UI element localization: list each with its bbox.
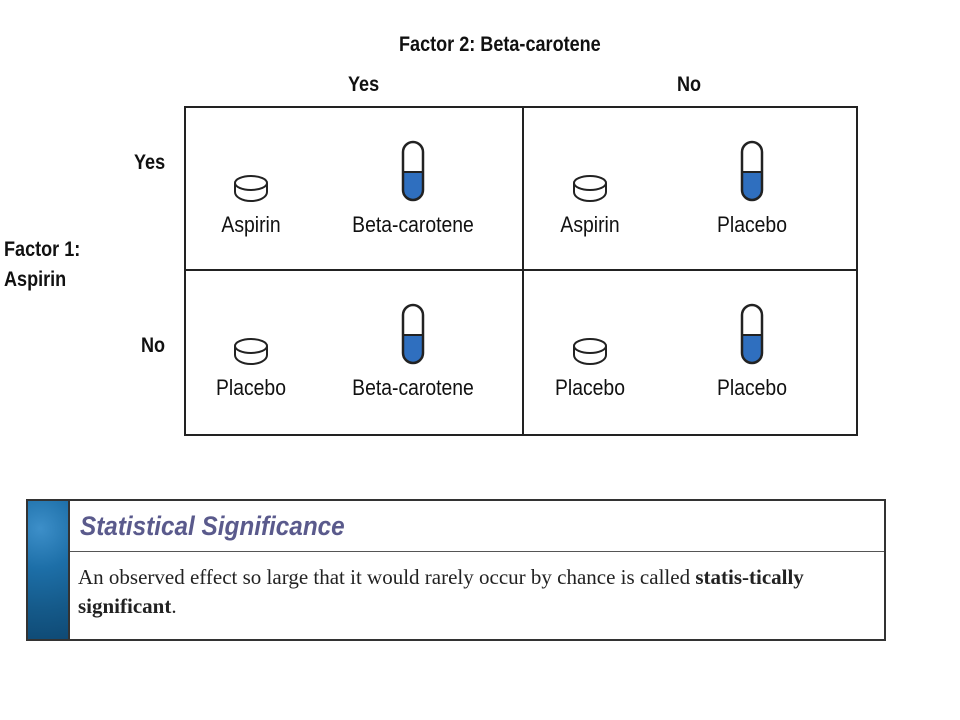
factor2-title: Factor 2: Beta-carotene [399, 33, 601, 56]
capsule-icon [740, 140, 764, 202]
pill-tablet-icon [234, 175, 268, 202]
factorial-design-grid: Aspirin Beta-carotene Aspirin Placebo [184, 106, 858, 436]
definition-title: Statistical Significance [80, 511, 345, 541]
grid-divider-horizontal [186, 269, 856, 271]
pill-tablet-icon [573, 338, 607, 365]
definition-stripe [28, 501, 70, 639]
capsule-icon [740, 303, 764, 365]
pill-tablet-icon [234, 338, 268, 365]
grid-divider-vertical [522, 108, 524, 434]
row-header-no: No [141, 334, 166, 357]
cell-aspirin-yes-betacarotene-no: Aspirin Placebo [524, 108, 860, 268]
cell-aspirin-no-betacarotene-yes: Placebo Beta-carotene [186, 271, 522, 431]
tablet-label: Aspirin [221, 212, 281, 237]
definition-term: statis-tically significant [78, 565, 804, 618]
tablet-label: Placebo [216, 375, 286, 400]
capsule-icon [401, 140, 425, 202]
definition-text: An observed effect so large that it woul… [78, 563, 878, 621]
cell-aspirin-no-betacarotene-no: Placebo Placebo [524, 271, 860, 431]
definition-header: Statistical Significance [70, 501, 884, 552]
row-header-yes: Yes [134, 151, 166, 174]
capsule-label: Placebo [717, 375, 787, 400]
pill-tablet-icon [573, 175, 607, 202]
definition-text-plain: An observed effect so large that it woul… [78, 565, 696, 589]
cell-aspirin-yes-betacarotene-yes: Aspirin Beta-carotene [186, 108, 522, 268]
definition-box: Statistical Significance An observed eff… [26, 499, 886, 641]
tablet-label: Aspirin [560, 212, 620, 237]
column-header-no: No [677, 73, 702, 96]
tablet-label: Placebo [555, 375, 625, 400]
factor1-title: Factor 1: Aspirin [4, 235, 80, 295]
capsule-label: Beta-carotene [352, 375, 474, 400]
definition-text-end: . [171, 594, 177, 618]
factor1-title-line2: Aspirin [4, 268, 67, 291]
capsule-label: Placebo [717, 212, 787, 237]
factor1-title-line1: Factor 1: [4, 238, 81, 261]
column-header-yes: Yes [348, 73, 380, 96]
capsule-icon [401, 303, 425, 365]
capsule-label: Beta-carotene [352, 212, 474, 237]
